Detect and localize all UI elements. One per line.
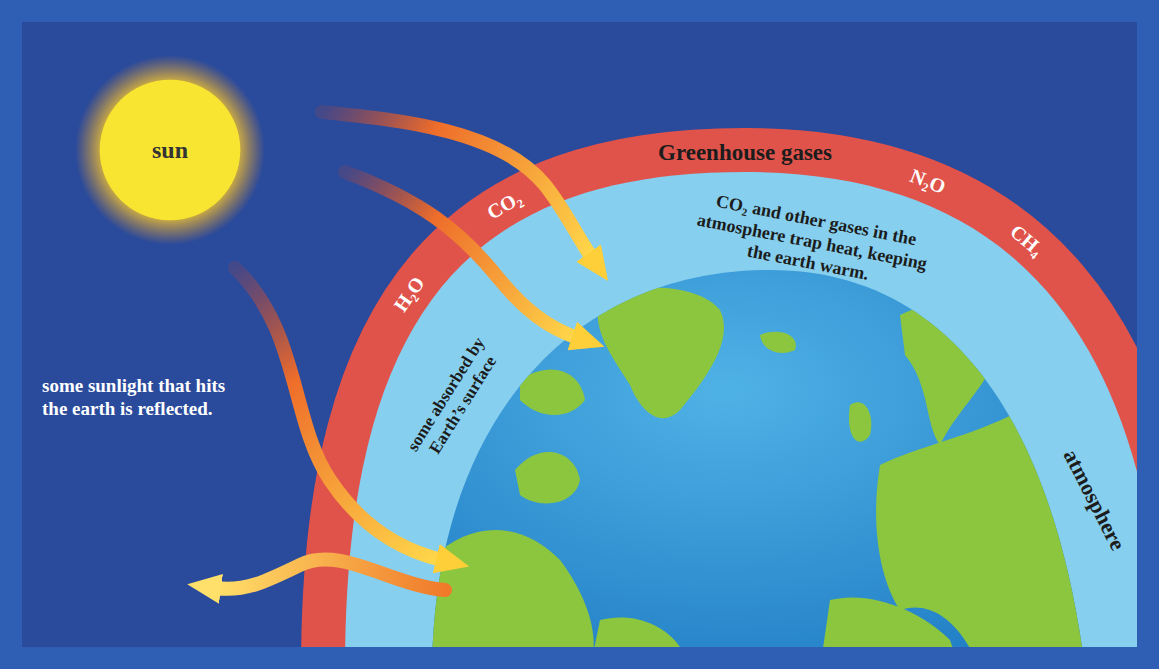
label-holder: CO₂ and other gases in the atmosphere tr… <box>683 186 941 297</box>
label-holder: some sunlight that hits the earth is ref… <box>42 375 242 421</box>
layer-name: atmosphere <box>1057 445 1130 555</box>
earth-and-atmosphere <box>345 172 1137 647</box>
label-holder: Greenhouse gases <box>658 139 832 167</box>
sun-glow <box>75 55 265 245</box>
sunlight-arrows <box>215 112 592 590</box>
greenhouse-gas-band <box>345 172 1137 647</box>
reflection-note: some sunlight that hits the earth is ref… <box>42 375 242 421</box>
explanation-note: CO₂ and other gases in the atmosphere tr… <box>683 186 941 297</box>
sun-disc <box>100 80 241 221</box>
reflected-arrow <box>215 559 445 590</box>
gas-formula: N₂O <box>907 163 949 198</box>
label-holder: atmosphere <box>1057 445 1130 555</box>
gas-formula: CO₂ <box>482 186 525 225</box>
band-title: Greenhouse gases <box>658 139 832 167</box>
gas-formula: H₂O <box>389 272 430 316</box>
gas-formula: CH₄ <box>1005 219 1048 261</box>
sunlight-arrow <box>345 172 578 338</box>
label-holder: CO₂ <box>482 186 525 225</box>
continents <box>430 288 1137 647</box>
label-holder: some absorbed by Earth’s surface <box>394 319 516 481</box>
absorption-note: some absorbed by Earth’s surface <box>394 319 516 481</box>
sunlight-arrow <box>235 268 442 560</box>
sun-label: sun <box>152 137 188 164</box>
sun-circle: sun <box>75 55 265 245</box>
atmosphere-layer <box>345 172 1137 647</box>
label-holder: CH₄ <box>1005 219 1048 261</box>
label-holder: N₂O <box>907 163 949 198</box>
label-holder: H₂O <box>389 272 430 316</box>
